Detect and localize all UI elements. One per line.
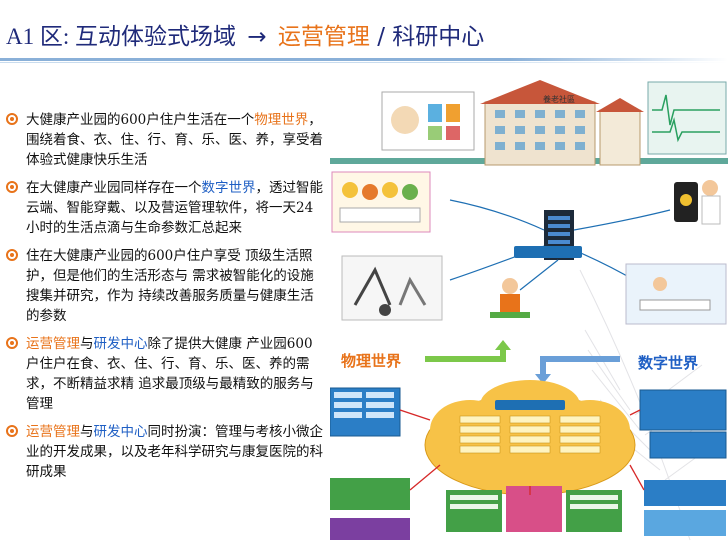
- physical-world-label: 物理世界: [341, 352, 402, 370]
- digital-world-label: 数字世界: [638, 354, 699, 372]
- platform-box: [514, 246, 582, 258]
- title-arrow: →: [247, 24, 267, 50]
- bullet-item: 运营管理与研发中心同时扮演：管理与考核小微企业的开发成果，以及老年科学研究与康复…: [4, 422, 326, 482]
- bullet-text-segment: 运营管理: [26, 424, 80, 440]
- system-illustration: 養老社區: [329, 70, 728, 541]
- title-head: A1 区: 互动体验式场域: [6, 24, 236, 49]
- bullet-text-segment: ，围绕着食、衣、住、行、育、乐、医、养，享受着体验式健康快乐生活: [26, 112, 323, 168]
- bullet-text-segment: 住在大健康产业园的600户住户享受 顶级生活照护，但是他们的生活形态与 需求被智…: [26, 248, 314, 324]
- smart-devices-icon: [381, 91, 475, 151]
- bullet-marker-icon: [6, 249, 18, 261]
- bullet-item: 大健康产业园的600户住户生活在一个物理世界，围绕着食、衣、住、行、育、乐、医、…: [4, 110, 326, 170]
- bullet-text-segment: 在大健康产业园同样存在一个: [26, 180, 202, 196]
- community-buildings-icon: [480, 80, 644, 166]
- bullet-marker-icon: [6, 337, 18, 349]
- title-operations: 运营管理: [277, 24, 370, 50]
- community-label: 養老社區: [543, 94, 575, 104]
- title-separator: /: [369, 24, 393, 50]
- page-title: A1 区: 互动体验式场域 → 运营管理 / 科研中心: [6, 20, 606, 54]
- bullet-text-segment: 大健康产业园的600户住户生活在一个: [26, 112, 255, 128]
- data-cloud-icon: [424, 380, 636, 496]
- bullet-text-segment: 物理世界: [254, 112, 309, 128]
- bullet-text-segment: 研发中心: [93, 424, 148, 440]
- network-lines: [449, 199, 671, 291]
- module-blocks-right: [639, 389, 727, 536]
- fitness-equipment-icon: [341, 255, 443, 321]
- flow-arrows: [425, 340, 620, 384]
- bullet-text-segment: 与: [80, 336, 94, 352]
- bullet-text-segment: 同时扮演：管理与考核小微企业的开发成果，以及老年科学研究与康复医院的科研成果: [26, 424, 323, 480]
- bullet-marker-icon: [6, 181, 18, 193]
- bullet-text-segment: 数字世界: [201, 180, 256, 196]
- module-blocks-left: [329, 387, 410, 540]
- bullet-text-segment: 除了提供大健康 产业园600户住户在食、衣、住、行、育、乐、医、养的需求，不断精…: [26, 336, 314, 412]
- operator-icon: [490, 278, 530, 318]
- bullet-item: 在大健康产业园同样存在一个数字世界，透过智能云端、智能穿戴、以及营运管理软件，将…: [4, 178, 326, 238]
- data-flow-arrows: [399, 409, 645, 495]
- bullet-text-segment: 运营管理: [26, 336, 80, 352]
- bullet-text-segment: 与: [80, 424, 94, 440]
- vitals-monitor-icon: [647, 81, 727, 155]
- bullet-text-segment: 研发中心: [93, 336, 148, 352]
- illustration-canvas: 養老社區: [329, 80, 728, 541]
- bullet-marker-icon: [6, 425, 18, 437]
- bullet-item: 住在大健康产业园的600户住户享受 顶级生活照护，但是他们的生活形态与 需求被智…: [4, 246, 326, 326]
- nutrition-icon: [331, 171, 431, 233]
- doctor-phone-icon: [674, 180, 721, 225]
- title-research: 科研中心: [392, 24, 485, 50]
- module-blocks-bottom: [446, 486, 622, 532]
- bullet-marker-icon: [6, 113, 18, 125]
- bullet-item: 运营管理与研发中心除了提供大健康 产业园600户住户在食、衣、住、行、育、乐、医…: [4, 334, 326, 414]
- healthcare-room-icon: [625, 263, 727, 325]
- bullet-list: 大健康产业园的600户住户生活在一个物理世界，围绕着食、衣、住、行、育、乐、医、…: [4, 110, 326, 490]
- title-divider-thin: [0, 62, 728, 63]
- bullet-text-segment: ，透过智能云端、智能穿戴、以及营运管理软件，将一天24小时的生活点滴与生命参数汇…: [26, 180, 323, 236]
- title-divider: [0, 58, 728, 61]
